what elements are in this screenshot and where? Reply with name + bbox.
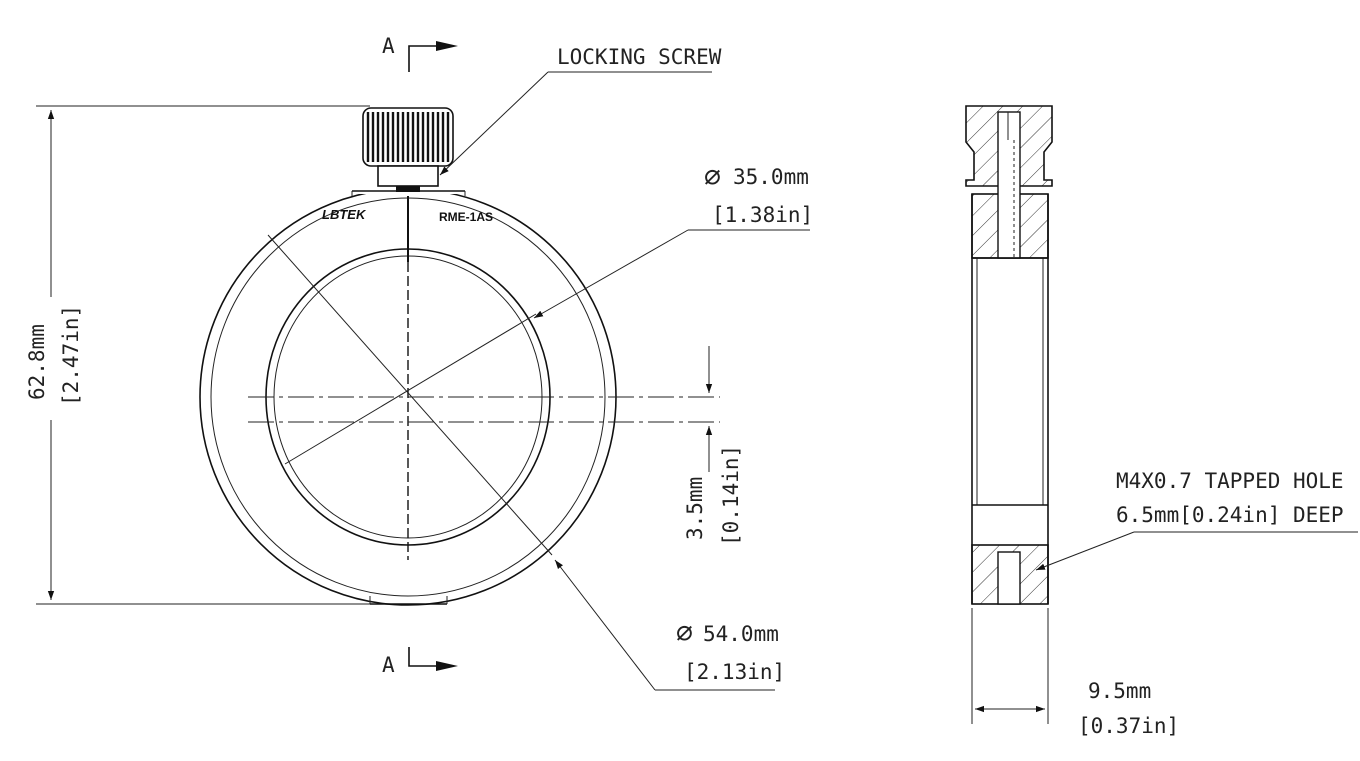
brand-logo: LBTEK	[322, 207, 367, 222]
side-section-view	[965, 105, 1053, 605]
offset-in-text: [0.14in]	[719, 445, 743, 546]
height-mm-text: 62.8mm	[25, 324, 49, 400]
tapped-hole-line2: 6.5mm[0.24in] DEEP	[1116, 503, 1344, 527]
section-marker-bottom: A	[382, 647, 458, 677]
height-in-text: [2.47in]	[59, 305, 83, 406]
locking-screw-callout: LOCKING SCREW	[439, 45, 722, 176]
locking-screw-knob	[362, 107, 454, 192]
tapped-hole	[997, 551, 1021, 605]
inner-dia-mm-text: 35.0mm	[733, 165, 809, 189]
offset-mm-text: 3.5mm	[683, 477, 707, 540]
section-label-top: A	[382, 34, 395, 58]
thickness-in-text: [0.37in]	[1078, 714, 1179, 738]
section-label-bottom: A	[382, 653, 395, 677]
inner-dia-symbol: ⌀	[704, 160, 721, 193]
diagonal-line-a	[267, 234, 553, 556]
thickness-mm-text: 9.5mm	[1088, 679, 1151, 703]
diagonal-line-b	[284, 313, 537, 465]
outer-diameter-dimension: ⌀ 54.0mm [2.13in]	[554, 559, 785, 691]
height-dimension: 62.8mm [2.47in]	[25, 105, 370, 605]
inner-diameter-dimension: ⌀ 35.0mm [1.38in]	[533, 160, 813, 319]
outer-dia-in-text: [2.13in]	[684, 660, 785, 684]
section-marker-top: A	[382, 34, 458, 72]
locking-screw-label: LOCKING SCREW	[557, 45, 722, 69]
inner-dia-in-text: [1.38in]	[712, 203, 813, 227]
model-number: RME-1AS	[439, 210, 493, 224]
offset-dimension: 3.5mm [0.14in]	[683, 346, 743, 546]
screw-shaft	[997, 111, 1021, 259]
outer-dia-mm-text: 54.0mm	[703, 622, 779, 646]
thickness-dimension: 9.5mm [0.37in]	[971, 608, 1179, 738]
front-view: LBTEK RME-1AS	[199, 107, 720, 606]
tapped-hole-line1: M4X0.7 TAPPED HOLE	[1116, 469, 1344, 493]
outer-dia-symbol: ⌀	[676, 616, 693, 649]
tapped-hole-callout: M4X0.7 TAPPED HOLE 6.5mm[0.24in] DEEP	[1035, 469, 1358, 571]
